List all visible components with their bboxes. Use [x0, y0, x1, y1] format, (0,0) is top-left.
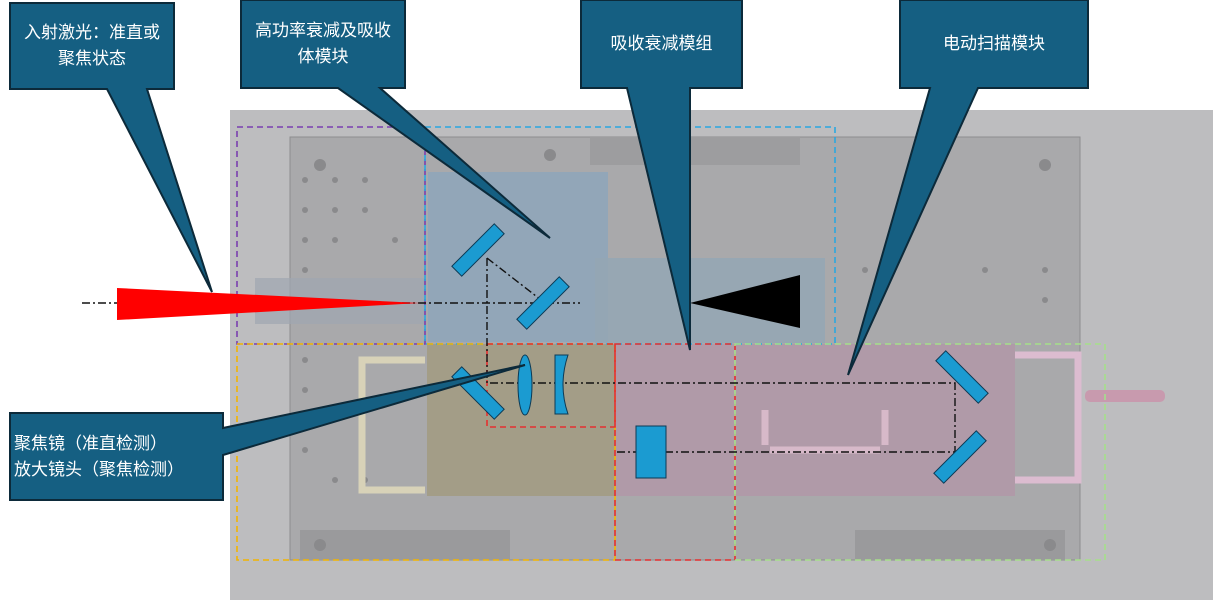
- callout-scan-text: 电动扫描模块: [902, 2, 1086, 86]
- absorber-cone: [690, 275, 800, 328]
- incident-laser-beam: [117, 288, 420, 320]
- callout-absorb-label: 吸收衰减模组: [610, 34, 713, 54]
- bottom-rail-right: [855, 530, 1065, 560]
- mirror-5: [933, 430, 987, 484]
- bottom-rail-left: [300, 530, 510, 560]
- callout-lens: [9, 364, 526, 501]
- concave-lens: [554, 354, 569, 415]
- mount-holes: [302, 149, 1056, 551]
- callout-high-power-module: [240, 0, 551, 239]
- box-laser-input: [236, 126, 426, 345]
- top-rail: [590, 137, 800, 165]
- callout-high-power-text: 高功率衰减及吸收 体模块: [243, 2, 403, 86]
- beam-path-split: [486, 257, 956, 453]
- callout-incident-laser-line1: 入射激光：准直或: [24, 23, 160, 43]
- callout-lens-line1: 聚焦镜（准直检测）: [14, 433, 167, 454]
- side-handle-left: [358, 356, 425, 494]
- callout-high-power-line1: 高功率衰减及吸收: [255, 21, 391, 41]
- callout-absorb-module: [580, 0, 743, 351]
- box-lens-red: [486, 343, 616, 428]
- callout-lens-text: 聚焦镜（准直检测） 放大镜头（聚焦检测）: [14, 415, 221, 498]
- callout-scan-module: [847, 0, 1089, 376]
- box-absorb: [614, 343, 736, 561]
- mirror-2: [516, 276, 570, 330]
- callout-absorb-text: 吸收衰减模组: [583, 2, 740, 86]
- focusing-lens: [517, 354, 533, 416]
- scan-handle: [761, 410, 889, 454]
- side-handle-right: [1015, 351, 1082, 484]
- mirror-1: [451, 223, 505, 277]
- callout-high-power-line2: 体模块: [297, 47, 349, 67]
- callout-incident-laser: [9, 2, 213, 293]
- callout-lens-line2: 放大镜头（聚焦检测）: [14, 459, 184, 480]
- attenuator-housing: [428, 172, 608, 342]
- mirror-4: [935, 350, 989, 404]
- callout-scan-label: 电动扫描模块: [943, 34, 1045, 54]
- callout-incident-laser-text: 入射激光：准直或 聚焦状态: [12, 5, 172, 87]
- output-connector: [1085, 390, 1165, 402]
- detector: [635, 425, 667, 479]
- callout-incident-laser-line2: 聚焦状态: [58, 49, 126, 69]
